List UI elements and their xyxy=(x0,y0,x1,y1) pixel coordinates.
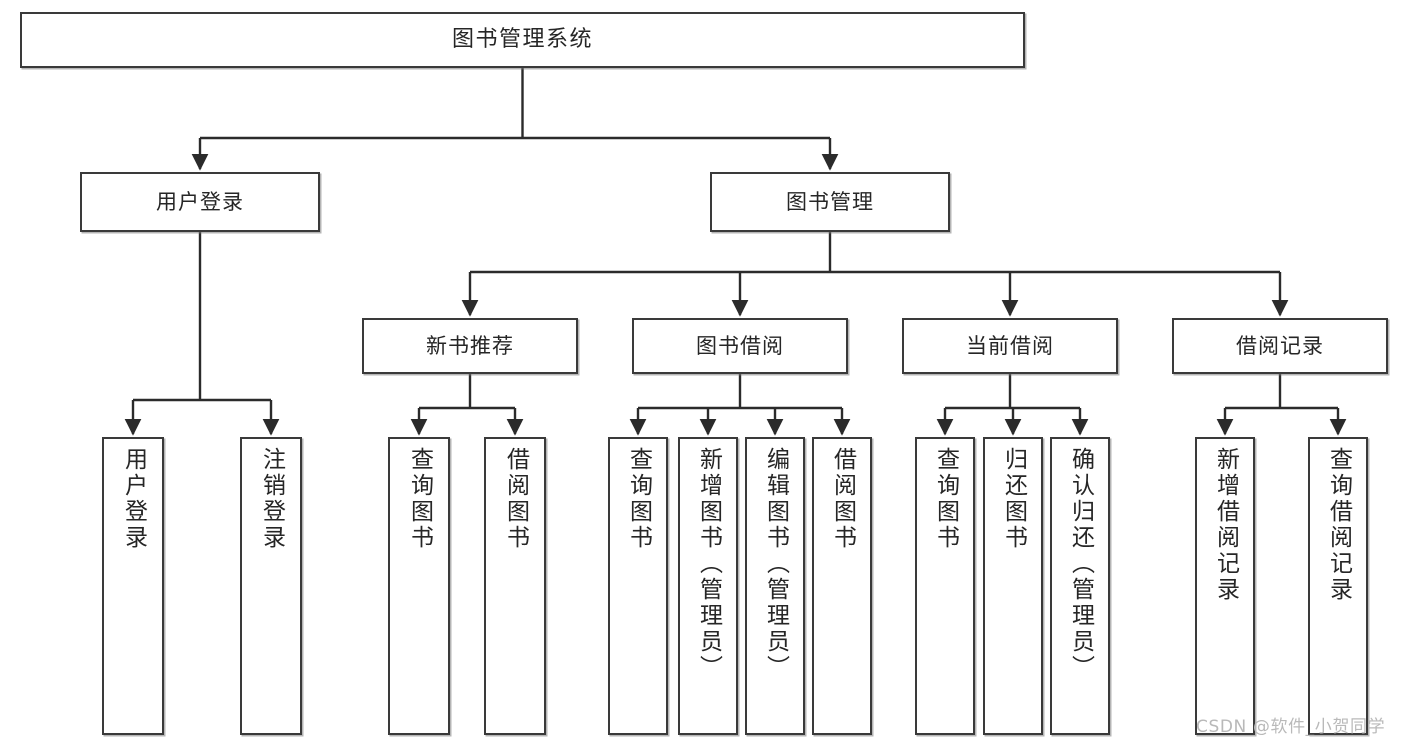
node-label: 用户登录 xyxy=(156,189,244,214)
node-label: 编辑图书（管理员） xyxy=(762,447,789,681)
node-leaf-query-book-current[interactable]: 查询图书 xyxy=(915,437,975,735)
node-leaf-confirm-return[interactable]: 确认归还（管理员） xyxy=(1050,437,1110,735)
node-label: 归还图书 xyxy=(1000,447,1027,551)
node-leaf-borrow-book-rec[interactable]: 借阅图书 xyxy=(484,437,546,735)
node-label: 确认归还（管理员） xyxy=(1067,447,1094,681)
node-label: 新增借阅记录 xyxy=(1212,447,1239,603)
node-leaf-user-login[interactable]: 用户登录 xyxy=(102,437,164,735)
node-label: 借阅图书 xyxy=(502,447,529,551)
node-leaf-logout[interactable]: 注销登录 xyxy=(240,437,302,735)
node-leaf-add-book[interactable]: 新增图书（管理员） xyxy=(678,437,738,735)
node-leaf-return-book[interactable]: 归还图书 xyxy=(983,437,1043,735)
node-label: 图书管理系统 xyxy=(451,27,593,53)
node-new-book-recommend[interactable]: 新书推荐 xyxy=(362,318,578,374)
node-leaf-query-book-rec[interactable]: 查询图书 xyxy=(388,437,450,735)
node-root[interactable]: 图书管理系统 xyxy=(20,12,1025,68)
node-label: 借阅记录 xyxy=(1236,333,1324,358)
node-label: 查询图书 xyxy=(406,447,433,551)
watermark-text: CSDN @软件_小贺同学 xyxy=(1196,717,1386,737)
node-book-borrow[interactable]: 图书借阅 xyxy=(632,318,848,374)
node-user-login[interactable]: 用户登录 xyxy=(80,172,320,232)
node-label: 当前借阅 xyxy=(966,333,1054,358)
node-label: 查询图书 xyxy=(932,447,959,551)
node-label: 图书借阅 xyxy=(696,333,784,358)
node-current-borrow[interactable]: 当前借阅 xyxy=(902,318,1118,374)
node-label: 借阅图书 xyxy=(829,447,856,551)
node-leaf-add-record[interactable]: 新增借阅记录 xyxy=(1195,437,1255,735)
node-label: 查询借阅记录 xyxy=(1325,447,1352,603)
node-label: 新增图书（管理员） xyxy=(695,447,722,681)
node-leaf-query-book-borrow[interactable]: 查询图书 xyxy=(608,437,668,735)
node-borrow-record[interactable]: 借阅记录 xyxy=(1172,318,1388,374)
node-label: 注销登录 xyxy=(258,447,285,551)
node-leaf-borrow-book[interactable]: 借阅图书 xyxy=(812,437,872,735)
node-leaf-query-record[interactable]: 查询借阅记录 xyxy=(1308,437,1368,735)
node-label: 新书推荐 xyxy=(426,333,514,358)
node-leaf-edit-book[interactable]: 编辑图书（管理员） xyxy=(745,437,805,735)
node-label: 用户登录 xyxy=(120,447,147,551)
node-label: 查询图书 xyxy=(625,447,652,551)
node-label: 图书管理 xyxy=(786,189,874,214)
node-book-management[interactable]: 图书管理 xyxy=(710,172,950,232)
